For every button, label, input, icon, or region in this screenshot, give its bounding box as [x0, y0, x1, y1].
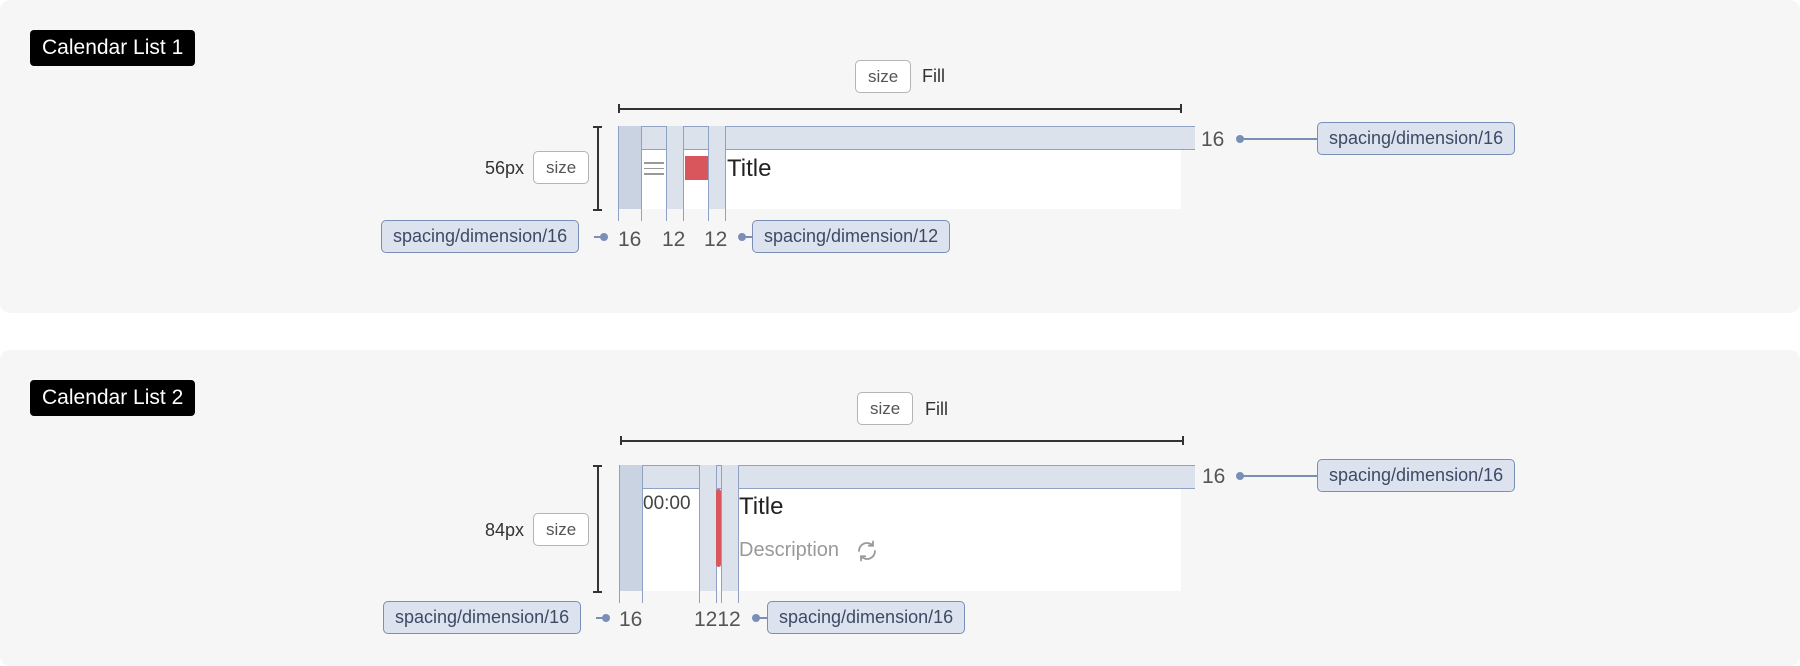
width-size-chip: size: [855, 60, 912, 93]
gap-2: [721, 465, 739, 591]
left-connector-line: [596, 617, 604, 619]
height-tick-bottom: [593, 591, 602, 593]
left-spacing-token: spacing/dimension/16: [383, 601, 582, 634]
calendar-color-swatch: [685, 156, 708, 180]
gap-value-2: 12: [694, 608, 718, 631]
right-spacing-token: spacing/dimension/16: [1317, 122, 1516, 155]
height-tick-top: [593, 126, 602, 128]
guide-3: [699, 591, 700, 603]
left-connector-dot: [600, 233, 608, 241]
gap-value-2: 12: [662, 228, 686, 251]
calendar-color-bar: [716, 489, 721, 567]
guide-1: [618, 209, 619, 221]
right-spacing-token: spacing/dimension/16: [1317, 459, 1516, 492]
right-spacing-value: 16: [1202, 465, 1226, 488]
row-description: Description: [739, 539, 840, 561]
gap-value-1: 16: [619, 608, 643, 631]
left-connector-line: [594, 236, 604, 238]
height-dimension-line: [597, 465, 599, 592]
gap-value-1: 16: [618, 228, 642, 251]
left-connector-dot: [602, 614, 610, 622]
top-padding-extension: [1181, 465, 1195, 489]
guide-1: [619, 591, 620, 603]
gap-value-3: 12: [704, 228, 728, 251]
width-value: Fill: [925, 399, 948, 419]
gap-connector-line: [742, 236, 754, 238]
guide-5: [721, 591, 722, 603]
calendar-list-1-panel: Calendar List 1 size Fill 56px size Titl…: [0, 0, 1800, 313]
guide-5: [708, 209, 709, 221]
width-value: Fill: [922, 66, 945, 86]
connector-line: [1240, 475, 1318, 477]
width-tick-left: [620, 436, 622, 445]
width-tick-right: [1180, 104, 1182, 113]
height-tick-bottom: [593, 209, 602, 211]
row-title: Title: [739, 493, 784, 520]
section-title: Calendar List 2: [30, 380, 196, 416]
guide-2: [642, 591, 643, 603]
height-dimension-line: [597, 126, 599, 211]
right-spacing-value: 16: [1201, 128, 1225, 151]
height-value: 56px: [485, 158, 525, 178]
height-tick-top: [593, 465, 602, 467]
gap-2: [708, 126, 726, 209]
connector-line: [1240, 138, 1318, 140]
guide-6: [738, 591, 739, 603]
left-spacing-token: spacing/dimension/16: [381, 220, 580, 253]
gap-spacing-token: spacing/dimension/16: [767, 601, 966, 634]
height-size-chip: size: [533, 151, 590, 184]
width-dimension-line: [620, 440, 1184, 442]
width-tick-left: [618, 104, 620, 113]
width-size-chip: size: [857, 392, 914, 425]
guide-4: [716, 591, 717, 603]
gap-1: [666, 126, 684, 209]
guide-2: [641, 209, 642, 221]
section-title: Calendar List 1: [30, 30, 196, 66]
calendar-list-row[interactable]: 00:00 Title Description: [619, 465, 1181, 591]
row-title: Title: [727, 155, 772, 182]
top-padding-extension: [1181, 126, 1195, 150]
gap-spacing-token: spacing/dimension/12: [752, 220, 951, 253]
gap-values-group: 1212: [694, 608, 741, 632]
top-padding: [618, 126, 1181, 150]
calendar-list-2-panel: Calendar List 2 size Fill 84px size 00:0…: [0, 350, 1800, 666]
gap-1: [699, 465, 717, 591]
height-size-chip: size: [533, 513, 590, 546]
left-padding: [619, 465, 643, 591]
repeat-icon: [858, 540, 876, 562]
guide-6: [725, 209, 726, 221]
gap-value-3: 12: [717, 608, 741, 631]
calendar-list-row[interactable]: Title: [618, 126, 1181, 209]
left-padding: [618, 126, 642, 209]
gap-connector-line: [756, 617, 768, 619]
row-time: 00:00: [643, 493, 691, 514]
height-value: 84px: [485, 520, 525, 540]
guide-4: [683, 209, 684, 221]
guide-3: [666, 209, 667, 221]
drag-handle-icon[interactable]: [644, 162, 664, 179]
width-dimension-line: [618, 108, 1182, 110]
width-tick-right: [1182, 436, 1184, 445]
